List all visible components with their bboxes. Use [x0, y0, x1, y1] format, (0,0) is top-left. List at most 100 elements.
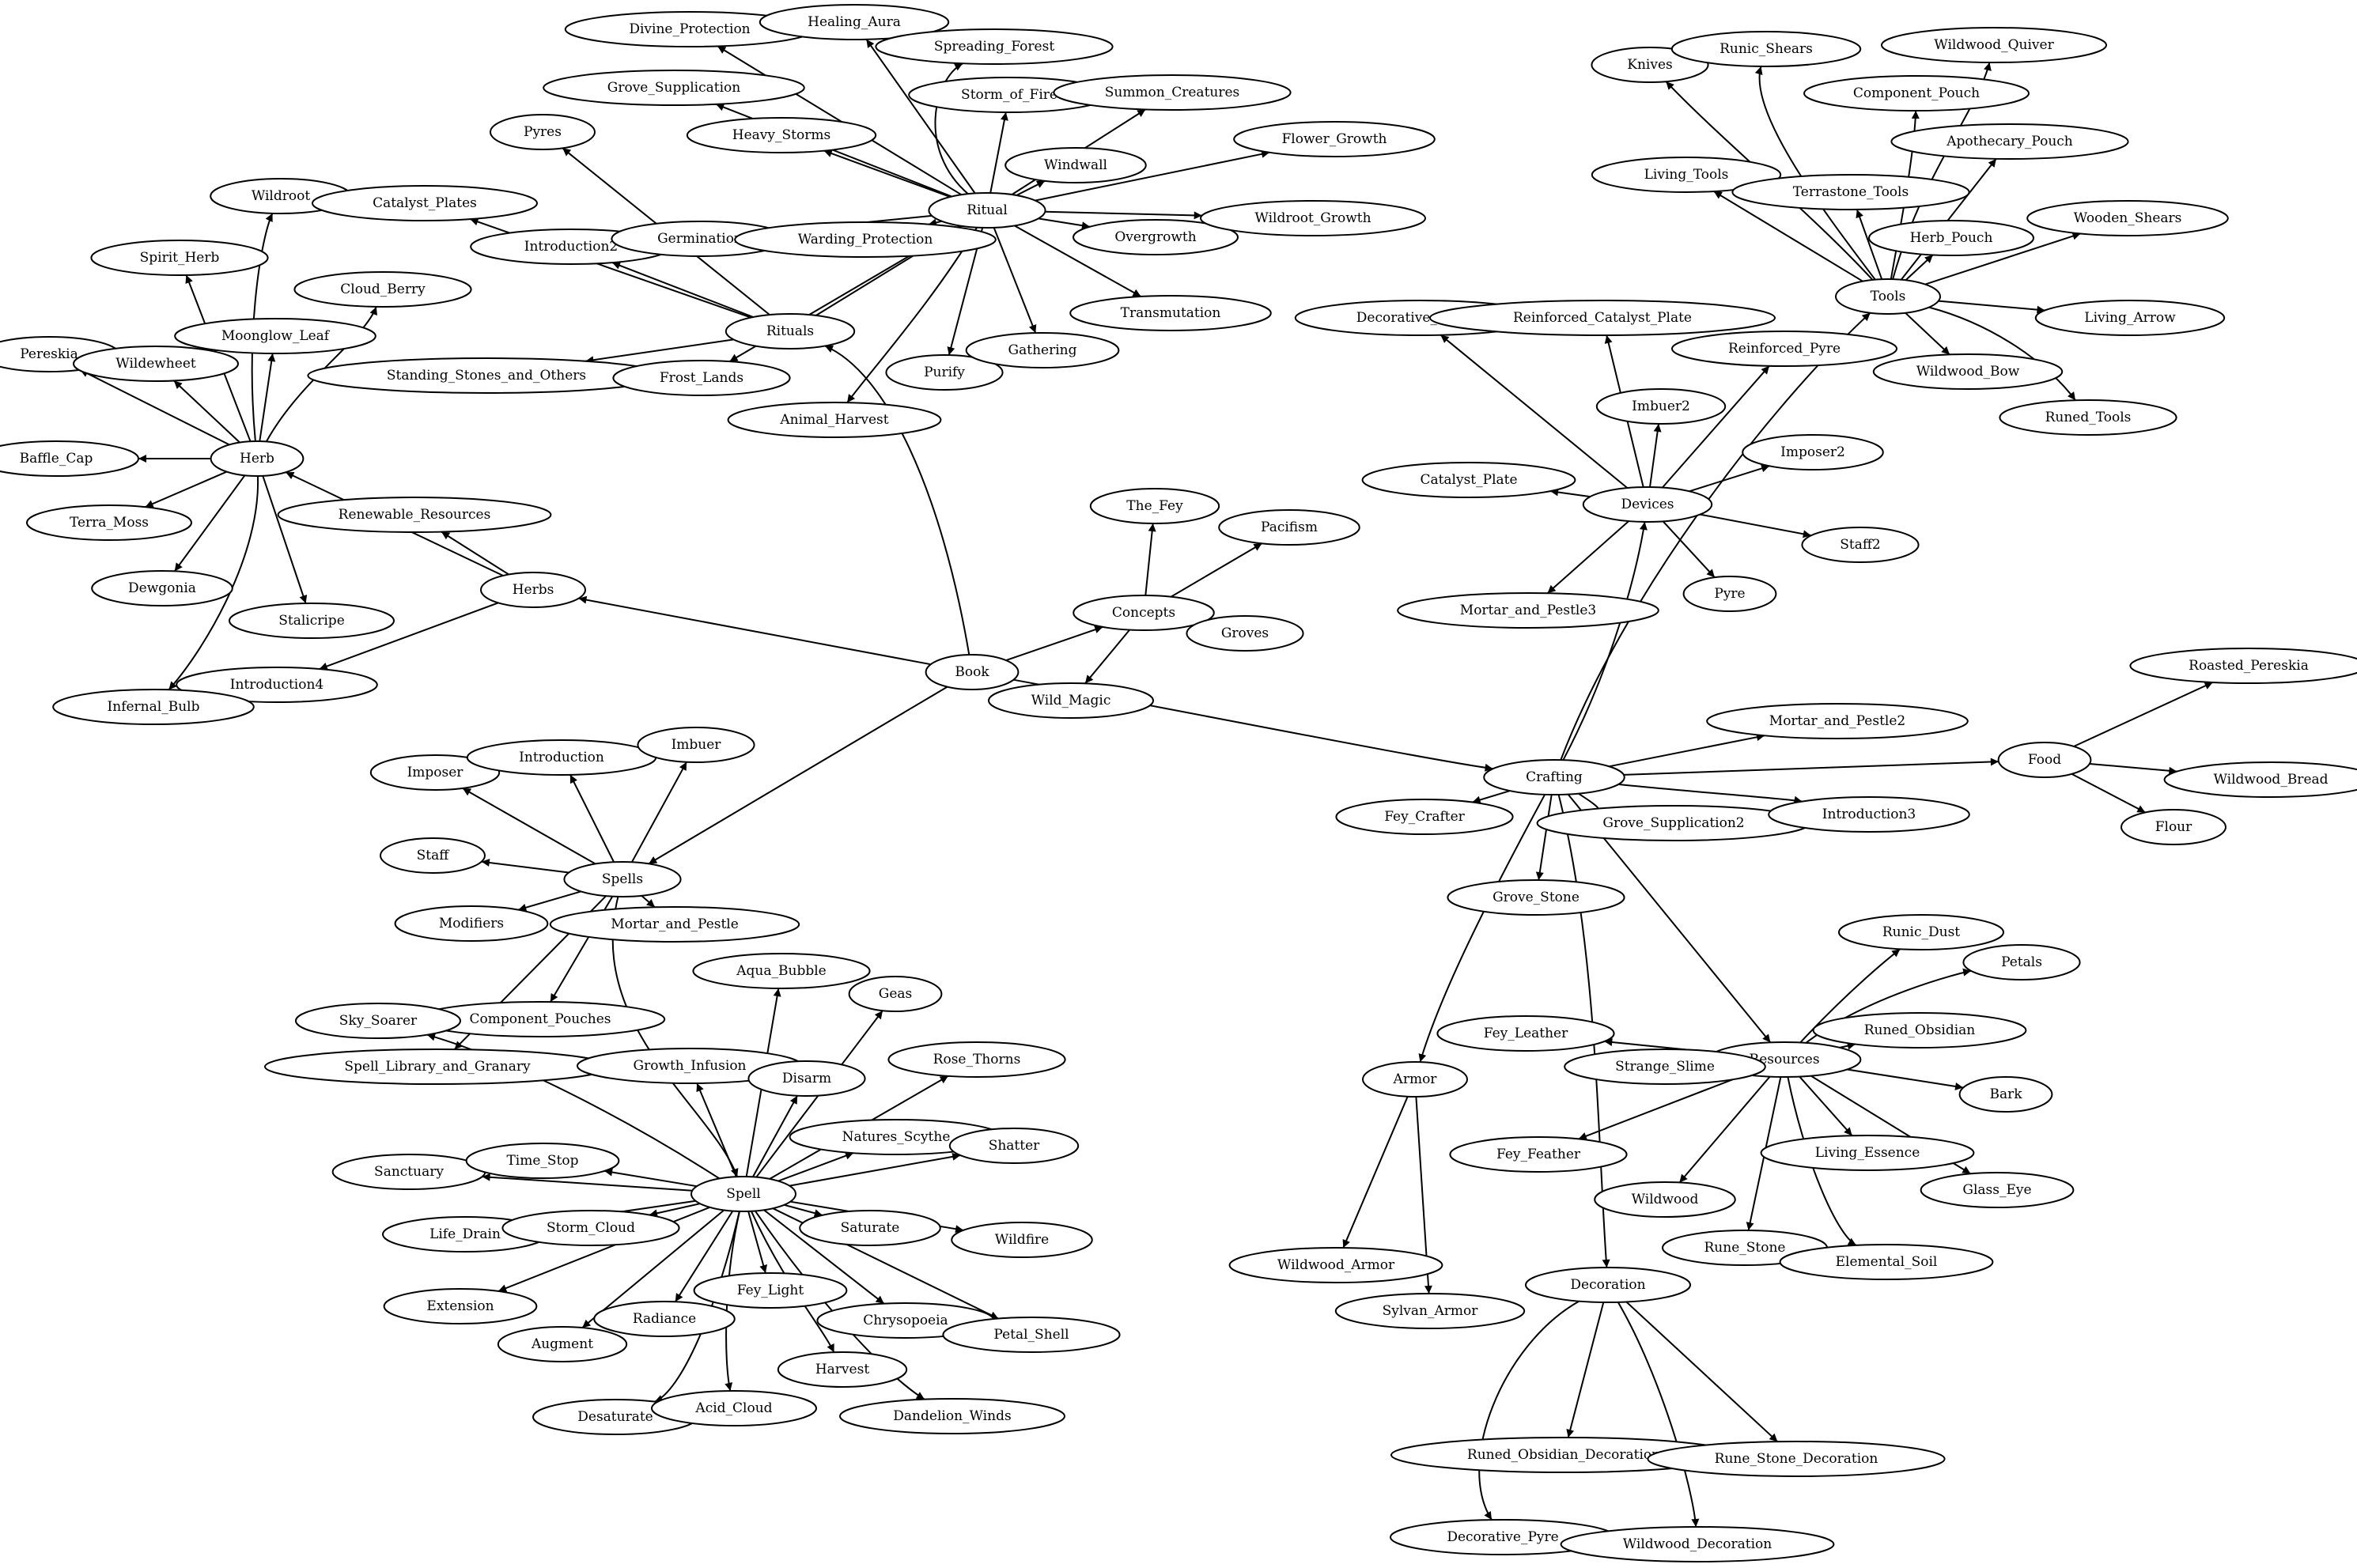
node-runed-obsidian[interactable]: Runed_Obsidian [1812, 1012, 2027, 1048]
node-introduction4[interactable]: Introduction4 [176, 667, 378, 703]
node-reinforced-catalyst-plate[interactable]: Reinforced_Catalyst_Plate [1429, 300, 1776, 336]
node-bark[interactable]: Bark [1958, 1076, 2053, 1113]
node-cloud-berry[interactable]: Cloud_Berry [293, 271, 472, 308]
node-purify[interactable]: Purify [885, 354, 1004, 391]
node-flour[interactable]: Flour [2121, 809, 2226, 845]
node-wildwood-bread[interactable]: Wildwood_Bread [2163, 761, 2357, 798]
node-pyre[interactable]: Pyre [1682, 576, 1777, 612]
node-gathering[interactable]: Gathering [965, 332, 1120, 368]
node-disarm[interactable]: Disarm [747, 1060, 866, 1097]
node-geas[interactable]: Geas [848, 976, 943, 1012]
node-harvest[interactable]: Harvest [777, 1351, 908, 1388]
node-imbuer[interactable]: Imbuer [637, 727, 755, 763]
node-transmutation[interactable]: Transmutation [1069, 295, 1272, 331]
node-runed-obsidian-decoration[interactable]: Runed_Obsidian_Decoration [1390, 1437, 1737, 1473]
node-armor[interactable]: Armor [1362, 1061, 1468, 1098]
node-modifiers[interactable]: Modifiers [394, 905, 549, 942]
node-wooden-shears[interactable]: Wooden_Shears [2026, 200, 2229, 236]
node-wildfire[interactable]: Wildfire [951, 1222, 1093, 1258]
node-grove-supplication[interactable]: Grove_Supplication [543, 70, 805, 106]
node-wildwood-armor[interactable]: Wildwood_Armor [1228, 1247, 1443, 1283]
node-windwall[interactable]: Windwall [1004, 147, 1147, 183]
node-warding-protection[interactable]: Warding_Protection [734, 221, 997, 258]
node-runic-dust[interactable]: Runic_Dust [1838, 914, 2004, 950]
node-tools[interactable]: Tools [1835, 278, 1941, 315]
node-grove-stone[interactable]: Grove_Stone [1447, 879, 1625, 916]
node-imbuer2[interactable]: Imbuer2 [1595, 388, 1727, 425]
node-spell-library-and-granary[interactable]: Spell_Library_and_Granary [264, 1048, 611, 1085]
node-the-fey[interactable]: The_Fey [1089, 488, 1220, 524]
node-healing-aura[interactable]: Healing_Aura [759, 4, 950, 40]
node-wildwood[interactable]: Wildwood [1594, 1181, 1736, 1218]
node-herb[interactable]: Herb [210, 440, 305, 477]
node-introduction[interactable]: Introduction [466, 739, 657, 776]
node-standing-stones-and-others[interactable]: Standing_Stones_and_Others [307, 357, 666, 394]
node-component-pouch[interactable]: Component_Pouch [1803, 75, 2030, 111]
node-radiance[interactable]: Radiance [593, 1301, 736, 1337]
node-dewgonia[interactable]: Dewgonia [91, 570, 233, 606]
node-herb-pouch[interactable]: Herb_Pouch [1868, 220, 2034, 256]
node-baffle-cap[interactable]: Baffle_Cap [0, 440, 139, 477]
node-divine-protection[interactable]: Divine_Protection [564, 11, 815, 47]
node-living-essence[interactable]: Living_Essence [1760, 1135, 1975, 1171]
node-wildroot-growth[interactable]: Wildroot_Growth [1200, 200, 1426, 236]
node-frost-lands[interactable]: Frost_Lands [612, 360, 791, 396]
node-time-stop[interactable]: Time_Stop [465, 1143, 620, 1179]
node-stalicripe[interactable]: Stalicripe [229, 603, 395, 639]
node-strange-slime[interactable]: Strange_Slime [1564, 1048, 1766, 1085]
node-flower-growth[interactable]: Flower_Growth [1233, 121, 1436, 157]
node-pyres[interactable]: Pyres [490, 114, 596, 150]
node-staff[interactable]: Staff [380, 837, 486, 874]
node-ritual[interactable]: Ritual [928, 192, 1046, 229]
node-shatter[interactable]: Shatter [948, 1128, 1080, 1164]
node-spreading-forest[interactable]: Spreading_Forest [875, 28, 1114, 65]
node-spirit-herb[interactable]: Spirit_Herb [90, 240, 269, 276]
node-aqua-bubble[interactable]: Aqua_Bubble [692, 953, 871, 989]
node-acid-cloud[interactable]: Acid_Cloud [651, 1390, 817, 1426]
node-overgrowth[interactable]: Overgrowth [1073, 219, 1239, 255]
node-catalyst-plates[interactable]: Catalyst_Plates [312, 185, 538, 221]
node-infernal-bulb[interactable]: Infernal_Bulb [52, 689, 255, 725]
node-augment[interactable]: Augment [497, 1326, 628, 1362]
node-terra-moss[interactable]: Terra_Moss [26, 504, 192, 541]
node-decorative-pyre[interactable]: Decorative_Pyre [1390, 1519, 1616, 1555]
node-living-arrow[interactable]: Living_Arrow [2034, 300, 2226, 336]
node-moonglow-leaf[interactable]: Moonglow_Leaf [174, 318, 376, 354]
node-apothecary-pouch[interactable]: Apothecary_Pouch [1890, 123, 2129, 160]
node-animal-harvest[interactable]: Animal_Harvest [727, 402, 942, 438]
node-mortar-and-pestle2[interactable]: Mortar_and_Pestle2 [1706, 703, 1969, 739]
node-rose-thorns[interactable]: Rose_Thorns [887, 1041, 1066, 1078]
node-concepts[interactable]: Concepts [1073, 595, 1215, 631]
node-renewable-resources[interactable]: Renewable_Resources [277, 497, 552, 533]
node-heavy-storms[interactable]: Heavy_Storms [686, 117, 877, 153]
node-imposer2[interactable]: Imposer2 [1742, 434, 1884, 470]
node-saturate[interactable]: Saturate [799, 1210, 941, 1246]
node-roasted-pereskia[interactable]: Roasted_Pereskia [2129, 648, 2357, 684]
node-spells[interactable]: Spells [563, 861, 682, 897]
node-runed-tools[interactable]: Runed_Tools [1999, 399, 2177, 436]
node-extension[interactable]: Extension [383, 1288, 538, 1324]
node-storm-cloud[interactable]: Storm_Cloud [501, 1210, 680, 1246]
node-groves[interactable]: Groves [1186, 615, 1304, 652]
node-book[interactable]: Book [925, 654, 1020, 690]
node-food[interactable]: Food [1997, 742, 2092, 778]
node-wildwood-bow[interactable]: Wildwood_Bow [1872, 353, 2064, 390]
node-wild-magic[interactable]: Wild_Magic [988, 682, 1154, 719]
node-summon-creatures[interactable]: Summon_Creatures [1053, 74, 1292, 111]
node-imposer[interactable]: Imposer [369, 754, 501, 791]
node-crafting[interactable]: Crafting [1483, 759, 1625, 795]
node-runic-shears[interactable]: Runic_Shears [1670, 31, 1862, 67]
node-decoration[interactable]: Decoration [1525, 1267, 1691, 1303]
node-reinforced-pyre[interactable]: Reinforced_Pyre [1671, 331, 1897, 367]
node-fey-crafter[interactable]: Fey_Crafter [1335, 799, 1514, 835]
node-sylvan-armor[interactable]: Sylvan_Armor [1334, 1293, 1526, 1329]
node-herbs[interactable]: Herbs [480, 572, 586, 608]
node-spell[interactable]: Spell [690, 1176, 796, 1212]
node-pacifism[interactable]: Pacifism [1218, 509, 1360, 546]
node-petal-shell[interactable]: Petal_Shell [942, 1317, 1121, 1353]
node-growth-infusion[interactable]: Growth_Infusion [577, 1048, 803, 1084]
node-mortar-and-pestle3[interactable]: Mortar_and_Pestle3 [1397, 592, 1659, 629]
node-wildwood-quiver[interactable]: Wildwood_Quiver [1881, 27, 2107, 63]
node-dandelion-winds[interactable]: Dandelion_Winds [839, 1398, 1065, 1434]
node-fey-light[interactable]: Fey_Light [693, 1272, 848, 1309]
